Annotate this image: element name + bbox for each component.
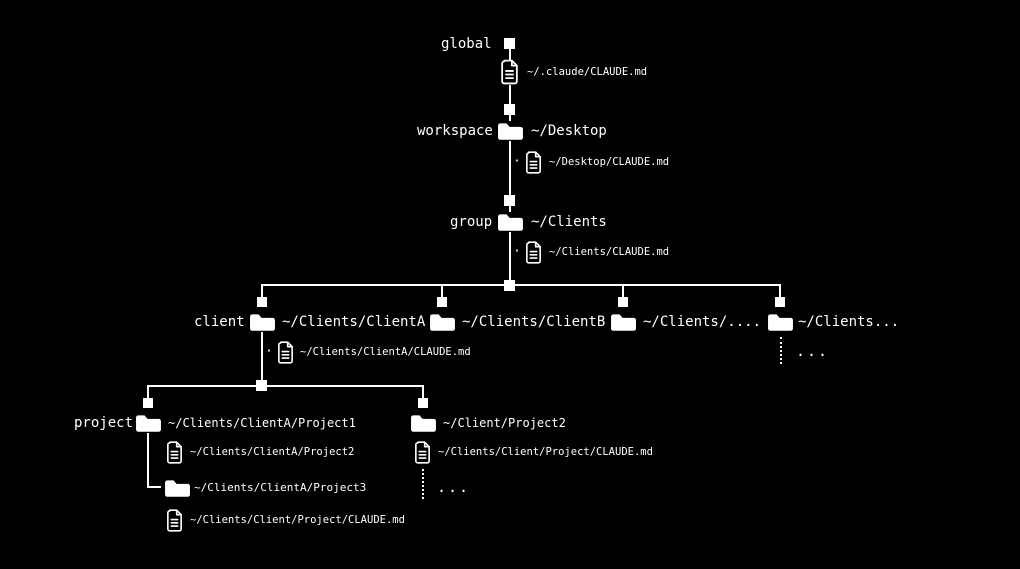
connector-line: [779, 286, 781, 297]
folder-path-project2-right: ~/Client/Project2: [443, 416, 566, 430]
tree-node-square: [418, 398, 428, 408]
folder-icon: [165, 480, 190, 497]
folder-path-client-b: ~/Clients/ClientB: [462, 314, 606, 330]
folder-icon: [411, 415, 436, 432]
tree-node-square: [504, 195, 515, 206]
dotted-continuation-line: [422, 469, 424, 499]
connector-line: [509, 232, 511, 280]
file-path-clients-claude-md: ~/Clients/CLAUDE.md: [549, 246, 670, 258]
tree-node-square: [257, 297, 267, 307]
file-icon: [501, 59, 518, 85]
connector-line: [509, 115, 511, 121]
folder-path-project3: ~/Clients/ClientA/Project3: [194, 481, 367, 494]
folder-icon: [430, 314, 455, 331]
folder-icon: [498, 214, 523, 231]
file-path-project-claude-md-left: ~/Clients/Client/Project/CLAUDE.md: [190, 514, 405, 526]
branch-bullet: ·: [513, 154, 521, 169]
more-clients-ellipsis: ...: [796, 342, 830, 360]
connector-line: [509, 206, 511, 212]
branch-line: [261, 284, 781, 286]
folder-path-clients: ~/Clients: [531, 214, 607, 230]
connector-line: [147, 387, 149, 398]
connector-line: [509, 49, 511, 60]
connector-line: [261, 332, 263, 380]
connector-line: [147, 486, 161, 488]
level-label-client: client: [194, 314, 245, 330]
level-label-global: global: [441, 36, 492, 52]
level-label-project: project: [74, 415, 134, 431]
file-path-desktop-claude-md: ~/Desktop/CLAUDE.md: [549, 156, 670, 168]
folder-path-client-more: ~/Clients/....: [643, 314, 762, 330]
file-path-project-claude-md-right: ~/Clients/Client/Project/CLAUDE.md: [438, 446, 653, 458]
tree-node-square: [143, 398, 153, 408]
connector-line: [441, 286, 443, 297]
folder-icon: [768, 314, 793, 331]
folder-path-client-etc: ~/Clients...: [798, 314, 900, 330]
tree-node-square: [504, 104, 515, 115]
more-projects-ellipsis: ...: [437, 478, 471, 496]
connector-line: [147, 433, 149, 488]
file-path-project2: ~/Clients/ClientA/Project2: [190, 446, 355, 458]
connector-line: [509, 141, 511, 195]
level-label-group: group: [450, 214, 493, 230]
branch-line: [147, 385, 424, 387]
file-icon: [278, 341, 293, 364]
folder-icon: [250, 314, 275, 331]
connector-line: [261, 286, 263, 297]
level-label-workspace: workspace: [417, 123, 493, 139]
folder-icon: [136, 415, 161, 432]
file-icon: [526, 151, 541, 174]
connector-line: [509, 85, 511, 104]
branch-bullet: ·: [265, 344, 273, 359]
connector-line: [422, 387, 424, 398]
folder-icon: [611, 314, 636, 331]
file-path-global-claude-md: ~/.claude/CLAUDE.md: [527, 66, 648, 78]
file-icon: [167, 441, 182, 464]
tree-node-square: [437, 297, 447, 307]
folder-path-desktop: ~/Desktop: [531, 123, 607, 139]
file-path-client-a-claude-md: ~/Clients/ClientA/CLAUDE.md: [300, 346, 471, 358]
folder-path-project1: ~/Clients/ClientA/Project1: [168, 416, 356, 430]
folder-path-client-a: ~/Clients/ClientA: [282, 314, 426, 330]
branch-bullet: ·: [513, 244, 521, 259]
tree-node-square: [775, 297, 785, 307]
file-icon: [415, 441, 430, 464]
dotted-continuation-line: [780, 337, 782, 364]
folder-icon: [498, 123, 523, 140]
connector-line: [622, 286, 624, 297]
tree-node-square: [618, 297, 628, 307]
file-icon: [526, 241, 541, 264]
file-icon: [167, 509, 182, 532]
tree-node-square: [504, 38, 515, 49]
